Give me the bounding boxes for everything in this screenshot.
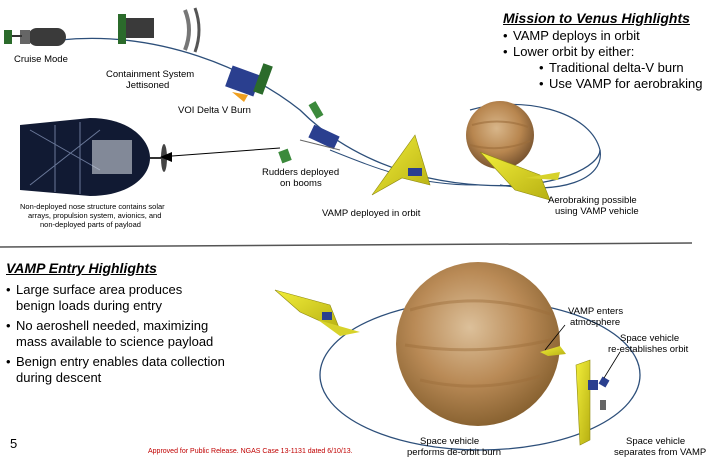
entry-highlights-list: •Large surface area produces benign load… (6, 282, 225, 386)
reestablish-spacecraft (598, 376, 610, 388)
label-reestablish-2: re-establishes orbit (608, 344, 689, 355)
entry-highlights-title: VAMP Entry Highlights (6, 260, 157, 276)
label-nose-2: arrays, propulsion system, avionics, and (28, 211, 162, 220)
label-nose-1: Non-deployed nose structure contains sol… (20, 202, 165, 211)
nose-structure (20, 118, 281, 196)
label-cruise-mode: Cruise Mode (14, 54, 68, 65)
vamp-deployed-top (371, 134, 431, 196)
entry-bullet: •No aeroshell needed, maximizing (6, 318, 209, 333)
deorbit-spacecraft (600, 400, 606, 410)
label-nose-3: non-deployed parts of payload (40, 220, 141, 229)
entry-bullet: •Benign entry enables data collection (6, 354, 225, 369)
venus-bottom (396, 262, 560, 426)
label-containment-1: Containment System (106, 69, 195, 80)
label-containment-2: Jettisoned (126, 80, 170, 91)
top-orbit-ring (469, 103, 601, 189)
mission-bullet: •VAMP deploys in orbit (503, 28, 640, 43)
label-separates-2: separates from VAMP (614, 447, 707, 458)
section-divider (0, 242, 693, 248)
label-aerobraking-1: Aerobraking possible (548, 195, 637, 206)
entry-bullet: •Large surface area produces (6, 282, 183, 297)
label-reestablish-1: Space vehicle (620, 333, 680, 344)
label-rudders-1: Rudders deployed (262, 167, 340, 178)
venus-top (466, 101, 534, 169)
vamp-separating (575, 359, 598, 446)
label-separates-1: Space vehicle (626, 436, 686, 447)
label-enters-2: atmosphere (570, 317, 621, 328)
label-deorbit-1: Space vehicle (420, 436, 480, 447)
page-number: 5 (10, 436, 18, 451)
label-aerobraking-2: using VAMP vehicle (555, 206, 639, 217)
cruise-mode-vehicle (4, 28, 66, 46)
containment-vehicle (118, 7, 201, 53)
entry-bullet-cont: benign loads during entry (16, 298, 162, 313)
release-notice: Approved for Public Release. NGAS Case 1… (148, 448, 353, 455)
entry-bullet-cont: mass available to science payload (16, 334, 214, 349)
vamp-enters-atmosphere (540, 346, 566, 356)
vamp-entry-left (274, 289, 360, 336)
label-deorbit-2: performs de-orbit burn (407, 447, 501, 458)
label-voi-burn: VOI Delta V Burn (178, 105, 251, 116)
mission-sub-bullet: •Traditional delta-V burn (539, 60, 684, 75)
mission-highlights-list: •VAMP deploys in orbit •Lower orbit by e… (503, 28, 702, 92)
label-enters-1: VAMP enters (568, 306, 624, 317)
voi-spacecraft (225, 63, 273, 102)
rudders-spacecraft (278, 101, 341, 164)
label-rudders-2: on booms (280, 178, 322, 189)
vamp-aerobraking (479, 151, 560, 201)
mission-sub-bullet: •Use VAMP for aerobraking (539, 76, 703, 91)
mission-bullet: •Lower orbit by either: (503, 44, 635, 59)
mission-highlights-title: Mission to Venus Highlights (503, 10, 690, 26)
entry-bullet-cont: during descent (16, 370, 102, 385)
label-vamp-deployed: VAMP deployed in orbit (322, 208, 421, 219)
